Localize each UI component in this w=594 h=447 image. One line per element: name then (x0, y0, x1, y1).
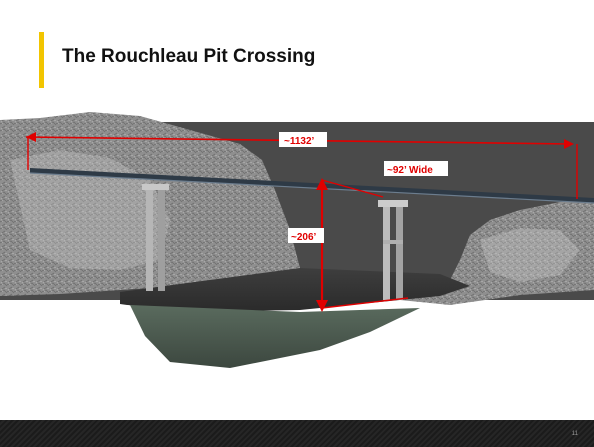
right-pier-column-a (383, 204, 390, 300)
left-cliff-highlight (10, 150, 170, 270)
width-label: ~92’ Wide (387, 165, 433, 176)
right-pier-cap (378, 200, 408, 207)
height-label: ~206’ (291, 232, 317, 243)
page-number: 11 (571, 431, 578, 437)
title-accent-bar (39, 32, 44, 88)
length-label-bg (279, 132, 327, 147)
bridge-deck-edge (29, 172, 594, 204)
right-pier-column-b (396, 204, 403, 300)
bridge-illustration: ~1132’ ~92’ Wide ~206’ (0, 112, 594, 368)
underground-rock (130, 305, 420, 368)
right-cliff-highlight (480, 228, 580, 282)
right-pier-strut (383, 240, 403, 244)
left-pier-column-a (146, 187, 153, 291)
width-label-bg (384, 161, 448, 176)
height-arrow-top (316, 178, 328, 190)
slide-title: The Rouchleau Pit Crossing (62, 46, 316, 67)
length-label: ~1132’ (284, 136, 315, 147)
bridge-deck (30, 168, 594, 203)
height-arrow-bottom (316, 300, 328, 312)
right-cliff (400, 198, 594, 305)
height-base-line (321, 297, 409, 309)
left-pier-column-b (158, 187, 165, 291)
width-dimension-line (321, 179, 384, 198)
height-label-bg (288, 228, 324, 243)
left-pier-cap (142, 184, 169, 190)
length-arrow-left (26, 132, 36, 142)
footer-bar: 11 (0, 420, 594, 447)
length-arrow-right (564, 139, 574, 149)
